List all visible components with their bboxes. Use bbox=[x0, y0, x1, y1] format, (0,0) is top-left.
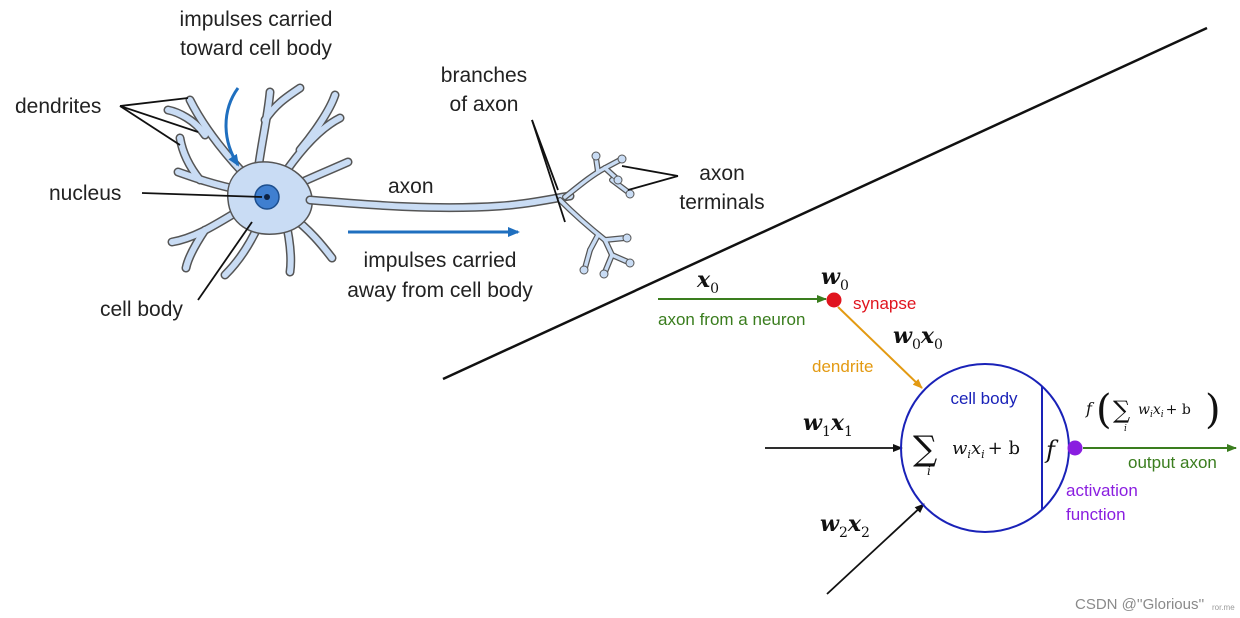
branches-label-1: branches bbox=[441, 64, 527, 87]
input-2-arrow bbox=[826, 503, 925, 595]
sum-expression: wixi+ b bbox=[952, 438, 1020, 461]
impulses-out-label-1: impulses carried bbox=[364, 249, 517, 272]
leader-lines bbox=[119, 97, 679, 301]
axon-from-label: axon from a neuron bbox=[658, 310, 805, 329]
dendrite-arrow bbox=[837, 306, 923, 389]
impulses-out-label-2: away from cell body bbox=[347, 279, 533, 302]
x0-label: x0 bbox=[696, 267, 719, 297]
svg-text:(: ( bbox=[1096, 387, 1112, 433]
w1x1-label: w1x1 bbox=[803, 410, 853, 440]
dendrite-label: dendrite bbox=[812, 357, 873, 376]
watermark-text: CSDN @''Glorious'' bbox=[1075, 596, 1204, 613]
svg-text:∑: ∑ bbox=[1113, 396, 1130, 424]
cell-body-label: cell body bbox=[100, 298, 183, 321]
axon-shape bbox=[305, 191, 575, 213]
watermark-small-text: ror.me bbox=[1212, 603, 1235, 612]
axon-terminal-branches bbox=[557, 151, 635, 279]
branches-label-2: of axon bbox=[450, 93, 519, 116]
cell-body-model-label: cell body bbox=[950, 389, 1018, 408]
svg-text:i: i bbox=[1124, 424, 1127, 434]
terminals-label-1: axon bbox=[699, 162, 745, 185]
impulses-in-label-2: toward cell body bbox=[180, 37, 332, 60]
w2x2-label: w2x2 bbox=[820, 511, 870, 541]
activation-f-symbol: f bbox=[1044, 436, 1059, 464]
dendrites-label: dendrites bbox=[15, 95, 101, 118]
terminals-label-2: terminals bbox=[679, 191, 764, 214]
sum-symbol: ∑ bbox=[913, 429, 937, 469]
mathematical-model: x0 w0 synapse axon from a neuron w0x0 de… bbox=[658, 264, 1237, 595]
svg-text:wixi+ b: wixi+ b bbox=[1138, 402, 1191, 420]
axon-label: axon bbox=[388, 175, 434, 198]
synapse-dot bbox=[826, 292, 842, 308]
impulse-in-arrow bbox=[224, 87, 240, 167]
biological-neuron: impulses carried toward cell body dendri… bbox=[15, 8, 765, 321]
synapse-label: synapse bbox=[853, 294, 916, 313]
activation-label-1: activation bbox=[1066, 481, 1138, 500]
output-axon-label: output axon bbox=[1128, 453, 1217, 472]
svg-text:f: f bbox=[1085, 399, 1095, 418]
sum-index: i bbox=[927, 464, 931, 478]
w0x0-label: w0x0 bbox=[893, 323, 943, 353]
w0-label: w0 bbox=[821, 264, 849, 294]
output-formula: f ( ∑ i wixi+ b ) bbox=[1085, 387, 1221, 434]
activation-dot bbox=[1067, 440, 1083, 456]
impulses-in-label-1: impulses carried bbox=[180, 8, 333, 31]
activation-label-2: function bbox=[1066, 505, 1126, 524]
svg-text:): ) bbox=[1205, 387, 1221, 433]
divider-line bbox=[442, 26, 1208, 381]
nucleus-label: nucleus bbox=[49, 182, 121, 205]
